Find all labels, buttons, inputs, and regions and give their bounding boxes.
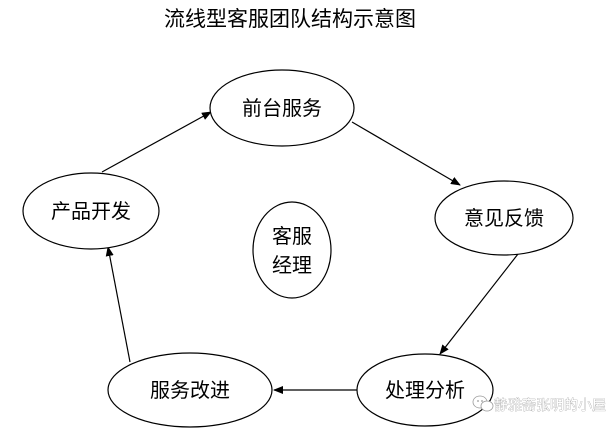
node-improvement-shape — [107, 352, 273, 428]
node-analysis: 处理分析 — [356, 353, 494, 427]
watermark: 静雅斋张明的小屋 — [472, 395, 606, 414]
wechat-icon — [472, 395, 494, 412]
node-feedback-label: 意见反馈 — [464, 206, 544, 230]
node-feedback-shape — [434, 180, 574, 256]
node-product-dev-label: 产品开发 — [51, 199, 131, 223]
node-front-desk-label: 前台服务 — [242, 96, 322, 120]
node-product-dev-shape — [22, 172, 160, 250]
node-analysis-shape — [356, 353, 494, 427]
node-improvement-label: 服务改进 — [150, 378, 230, 402]
diagram-title: 流线型客服团队结构示意图 — [164, 7, 416, 31]
node-manager-label-line1: 客服 — [272, 224, 312, 248]
watermark-text: 静雅斋张明的小屋 — [494, 397, 606, 414]
arrow-front-to-feedback — [351, 121, 461, 186]
node-analysis-label: 处理分析 — [385, 378, 465, 402]
node-manager-shape — [252, 201, 332, 299]
node-improvement: 服务改进 — [107, 352, 273, 428]
arrow-product-to-front — [101, 111, 212, 173]
node-product-dev: 产品开发 — [22, 172, 160, 250]
node-feedback: 意见反馈 — [434, 180, 574, 256]
node-front-desk: 前台服务 — [209, 69, 355, 147]
node-manager: 客服 经理 — [252, 201, 332, 299]
node-manager-label-line2: 经理 — [272, 253, 312, 277]
node-front-desk-shape — [209, 69, 355, 147]
arrow-improvement-to-product — [105, 246, 131, 363]
arrow-feedback-to-analysis — [439, 253, 519, 355]
